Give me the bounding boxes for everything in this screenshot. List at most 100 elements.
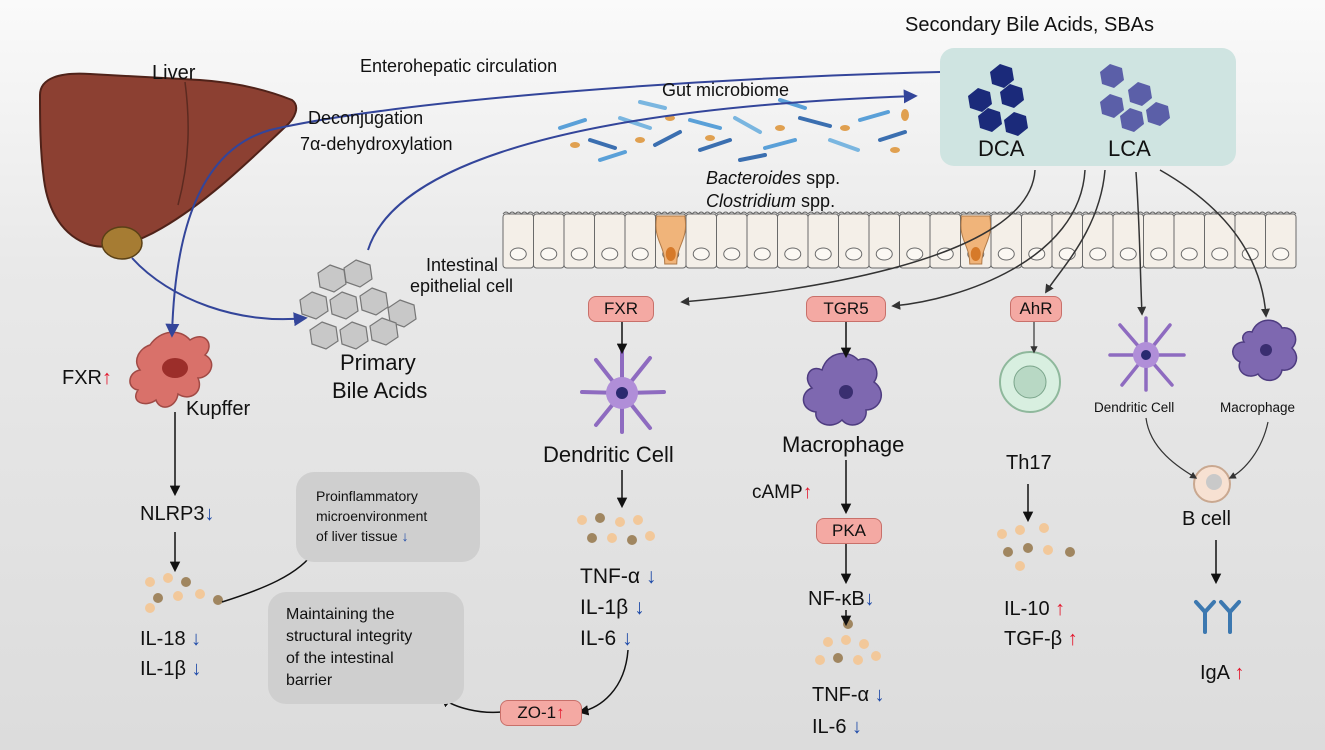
gut-bacteria-orange (570, 109, 909, 153)
barrier-box: Maintaining the structural integrity of … (268, 592, 464, 704)
liver-organ (38, 72, 298, 260)
epithelial-nucleus (753, 247, 771, 261)
cytokine-dots-th17 (997, 523, 1075, 571)
primary-bile-acid-hexagons (299, 259, 417, 350)
clostridium-label: Clostridium spp. (706, 191, 836, 211)
il1b-dc-label: IL-1β ↓ (580, 596, 645, 619)
dehydroxylation-label: 7α-dehydroxylation (300, 134, 453, 154)
microvilli (777, 211, 809, 215)
epithelial-nucleus (1180, 247, 1198, 261)
pka-receptor: PKA (816, 518, 882, 544)
epithelial-cell-label: epithelial cell (410, 276, 514, 296)
epithelial-nucleus (601, 247, 619, 261)
cytokine-dots-dc (577, 513, 655, 545)
il6-mac-label: IL-6 ↓ (812, 716, 863, 738)
tnfa-dc-label: TNF-α ↓ (580, 565, 657, 588)
epithelial-nucleus (509, 247, 527, 261)
kupffer-label: Kupffer (186, 398, 251, 420)
microvilli (685, 211, 717, 215)
microvilli (533, 211, 565, 215)
microvilli (716, 211, 748, 215)
epithelial-nucleus (1211, 247, 1229, 261)
epithelial-nucleus (814, 247, 832, 261)
gut-bacteria (558, 98, 907, 162)
microvilli (563, 211, 595, 215)
epithelial-nucleus (1089, 247, 1107, 261)
microvilli (1265, 211, 1297, 215)
microvilli (502, 211, 534, 215)
bile-acids-label: Bile Acids (332, 378, 428, 403)
il6-dc-label: IL-6 ↓ (580, 627, 633, 650)
enterohepatic-label: Enterohepatic circulation (360, 56, 558, 76)
lca-molecules (1100, 64, 1170, 132)
epithelial-nucleus (997, 247, 1015, 261)
epithelial-nucleus (875, 247, 893, 261)
microvilli (990, 211, 1022, 215)
il1b-liver-label: IL-1β ↓ (140, 658, 202, 680)
microvilli (1234, 211, 1266, 215)
camp-label: cAMP↑ (752, 482, 813, 503)
sba-to-fxr-arrow (680, 169, 1036, 306)
microvilli (655, 211, 687, 215)
sba-to-dc-arrow (1135, 171, 1147, 316)
goblet-cell (960, 215, 992, 265)
dendritic-cell-label: Dendritic Cell (543, 442, 674, 467)
tgfb-label: TGF-β ↑ (1004, 628, 1078, 650)
microvilli (868, 211, 900, 215)
microvilli (1051, 211, 1083, 215)
b-cell-label: B cell (1182, 508, 1231, 530)
epithelial-layer (502, 211, 1297, 269)
sba-to-ahr-arrow (1045, 169, 1106, 294)
deconjugation-label: Deconjugation (308, 108, 424, 128)
gut-microbiome-arrow (367, 89, 918, 251)
cytokine-dots-macrophage (815, 619, 881, 665)
cytokine-dots-liver (145, 573, 223, 613)
epithelial-nucleus (906, 247, 924, 261)
nfkb-label: NF-κB↓ (808, 588, 875, 610)
il18-label: IL-18 ↓ (140, 628, 202, 650)
epithelial-nucleus (1272, 247, 1290, 261)
microvilli (807, 211, 839, 215)
microvilli (746, 211, 778, 215)
microvilli (594, 211, 626, 215)
nlrp3-label: NLRP3↓ (140, 503, 215, 525)
goblet-cell (655, 215, 687, 265)
epithelial-nucleus (1119, 247, 1137, 261)
sba-box (940, 48, 1236, 166)
dca-label: DCA (978, 136, 1025, 161)
microvilli (960, 211, 992, 215)
epithelial-nucleus (540, 247, 558, 261)
intestinal-label: Intestinal (426, 255, 499, 275)
liver-to-primary-arrow (131, 257, 308, 327)
zo1-protein: ZO-1↑ (500, 700, 582, 726)
proinflammatory-box: Proinflammatory microenvironment of live… (296, 472, 480, 562)
epithelial-nucleus (692, 247, 710, 261)
th17-label: Th17 (1006, 452, 1052, 474)
goblet-nucleus (665, 247, 676, 261)
macrophage-small-label: Macrophage (1220, 400, 1296, 415)
ahr-receptor: AhR (1010, 296, 1062, 322)
sba-to-tgr5-arrow (891, 169, 1086, 310)
epithelial-nucleus (570, 247, 588, 261)
epithelial-nucleus (723, 247, 741, 261)
fxr-receptor: FXR (588, 296, 654, 322)
lca-label: LCA (1108, 136, 1151, 161)
microvilli (1143, 211, 1175, 215)
liver-label: Liver (152, 62, 196, 84)
il10-label: IL-10 ↑ (1004, 598, 1066, 620)
epithelial-nucleus (784, 247, 802, 261)
microvilli (899, 211, 931, 215)
dca-molecules (968, 64, 1028, 136)
sba-title: Secondary Bile Acids, SBAs (905, 14, 1155, 36)
epithelial-nucleus (1150, 247, 1168, 261)
microvilli (1173, 211, 1205, 215)
microvilli (1082, 211, 1114, 215)
microvilli (624, 211, 656, 215)
microvilli (1204, 211, 1236, 215)
bacteroides-label: Bacteroides spp. (706, 168, 841, 188)
epithelial-nucleus (845, 247, 863, 261)
sba-to-mac-arrow (1159, 169, 1270, 318)
dendritic-cell-small-label: Dendritic Cell (1094, 400, 1175, 415)
